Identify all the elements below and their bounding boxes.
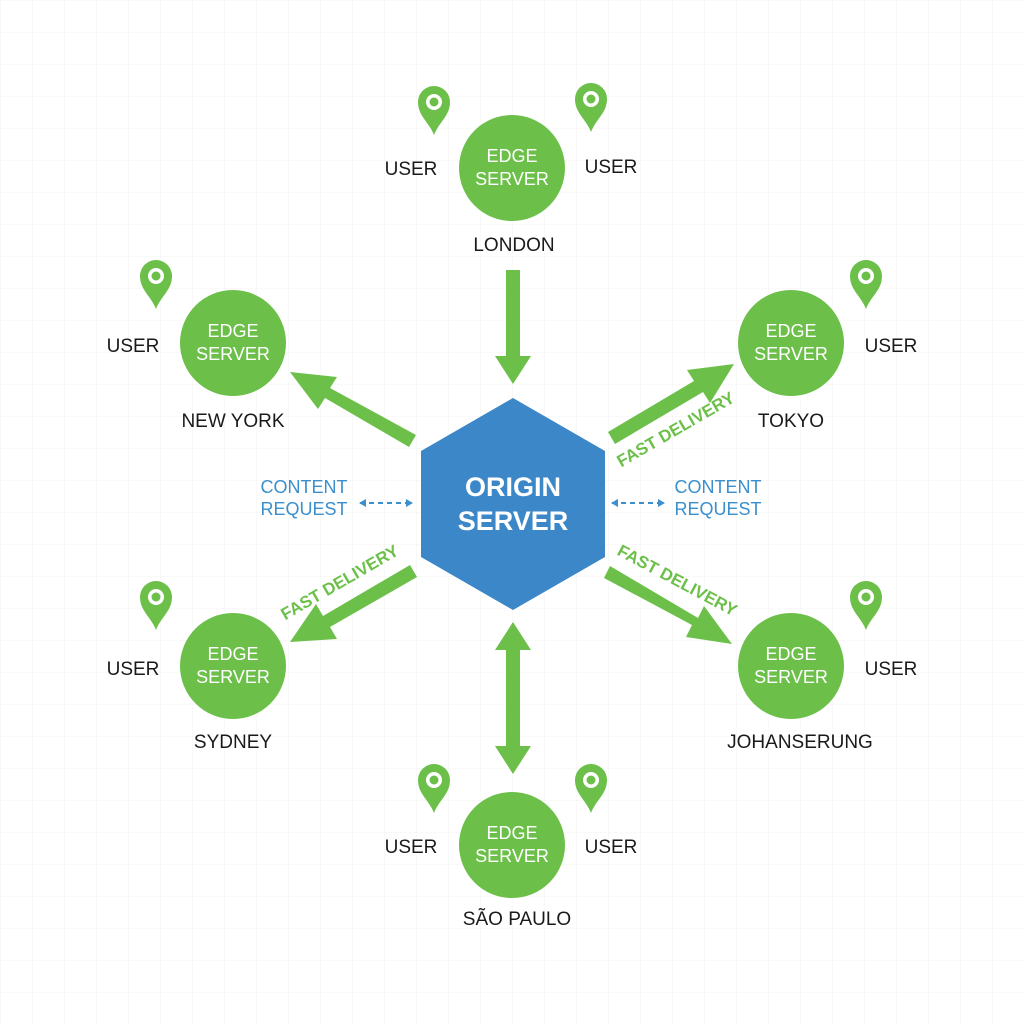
content-request-label-right: CONTENT REQUEST — [674, 476, 761, 520]
origin-label-line2: SERVER — [457, 506, 569, 536]
edge-label-line1: EDGE — [765, 644, 817, 664]
edge-label-london: EDGE SERVER — [475, 145, 549, 191]
edge-label-sydney: EDGE SERVER — [196, 643, 270, 689]
city-label-sao-paulo: SÃO PAULO — [462, 909, 572, 930]
edge-label-tokyo: EDGE SERVER — [754, 320, 828, 366]
user-label: USER — [106, 659, 160, 680]
location-pin-icon — [418, 86, 450, 135]
arrows — [290, 270, 734, 774]
arrow-origin-to-new-york — [290, 372, 416, 447]
arrow-origin-to-johannesburg — [604, 566, 732, 644]
user-label: USER — [864, 659, 918, 680]
arrow-origin-to-sydney — [290, 565, 417, 642]
arrow-london-to-origin — [495, 270, 531, 384]
origin-server-hexagon — [421, 398, 605, 610]
edge-server-london — [459, 115, 565, 221]
arrow-origin-to-tokyo — [608, 364, 734, 444]
edge-label-line1: EDGE — [486, 823, 538, 843]
edge-label-line2: SERVER — [754, 344, 828, 364]
edge-server-sao-paulo — [459, 792, 565, 898]
content-request-label-left: CONTENT REQUEST — [260, 476, 347, 520]
location-pin-icon — [140, 260, 172, 309]
content-request-line1: CONTENT — [260, 477, 348, 497]
location-pin-icon — [575, 83, 607, 132]
city-label-johannesburg: JOHANSERUNG — [727, 732, 873, 753]
edge-server-johannesburg — [738, 613, 844, 719]
user-label: USER — [584, 837, 638, 858]
edge-server-tokyo — [738, 290, 844, 396]
edge-label-line2: SERVER — [196, 667, 270, 687]
location-pin-icon — [850, 260, 882, 309]
edge-label-line1: EDGE — [207, 321, 259, 341]
edge-server-sydney — [180, 613, 286, 719]
edge-label-johannesburg: EDGE SERVER — [754, 643, 828, 689]
edge-label-line1: EDGE — [486, 146, 538, 166]
edge-label-new-york: EDGE SERVER — [196, 320, 270, 366]
city-label-sydney: SYDNEY — [193, 732, 273, 753]
edge-label-line2: SERVER — [196, 344, 270, 364]
edge-server-new-york — [180, 290, 286, 396]
user-label: USER — [384, 837, 438, 858]
user-label: USER — [106, 336, 160, 357]
location-pin-icon — [140, 581, 172, 630]
user-label: USER — [584, 157, 638, 178]
edge-label-line2: SERVER — [475, 169, 549, 189]
location-pin-icon — [850, 581, 882, 630]
content-request-line2: REQUEST — [674, 499, 762, 519]
edge-label-line1: EDGE — [765, 321, 817, 341]
edge-label-line2: SERVER — [475, 846, 549, 866]
content-request-line2: REQUEST — [260, 499, 348, 519]
origin-server-label: ORIGIN SERVER — [458, 470, 569, 538]
arrow-origin-sao-paulo — [495, 622, 531, 774]
city-label-tokyo: TOKYO — [757, 411, 825, 432]
location-pin-icon — [418, 764, 450, 813]
content-request-line1: CONTENT — [674, 477, 762, 497]
city-label-london: LONDON — [473, 235, 555, 256]
user-label: USER — [864, 336, 918, 357]
edge-label-sao-paulo: EDGE SERVER — [475, 822, 549, 868]
city-label-new-york: NEW YORK — [181, 411, 285, 432]
origin-label-line1: ORIGIN — [464, 472, 562, 502]
edge-label-line1: EDGE — [207, 644, 259, 664]
location-pin-icon — [575, 764, 607, 813]
edge-label-line2: SERVER — [754, 667, 828, 687]
user-label: USER — [384, 159, 438, 180]
